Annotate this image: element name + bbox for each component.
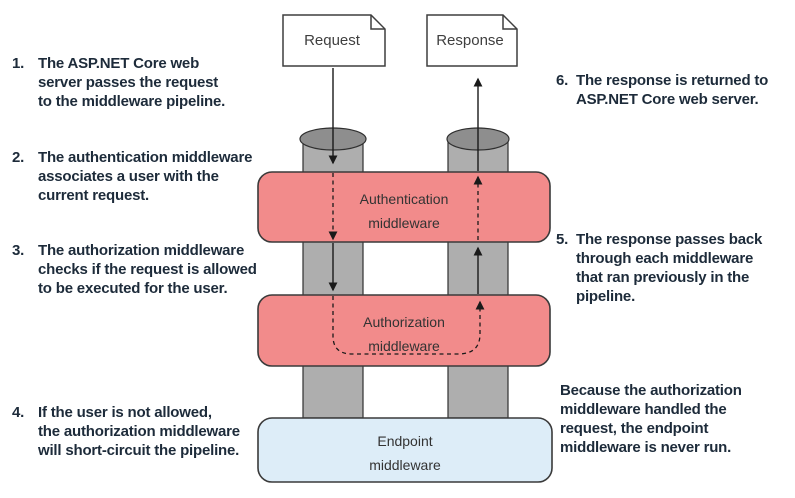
annotation-endpoint-note-text: Because the authorization middleware han… [560,382,742,456]
authorization-label-line2: middleware [368,338,440,354]
annotation-step-2-number: 2. [12,149,25,166]
authentication-label-line1: Authentication [360,191,449,207]
response-document: Response [426,14,518,67]
annotation-step-6: 6. The response is returned to ASP.NET C… [556,71,792,109]
request-document: Request [282,14,386,67]
annotation-step-1: 1. The ASP.NET Core web server passes th… [12,54,268,111]
annotation-step-6-number: 6. [556,72,569,89]
annotation-step-4-text: If the user is not allowed, the authoriz… [38,404,240,459]
annotation-step-5-text: The response passes back through each mi… [576,231,763,305]
response-document-label: Response [436,32,504,49]
annotation-step-2: 2. The authentication middleware associa… [12,148,274,205]
annotation-step-6-text: The response is returned to ASP.NET Core… [576,72,769,108]
authentication-label-line2: middleware [368,215,440,231]
annotation-step-5: 5. The response passes back through each… [556,230,792,306]
annotation-step-4-number: 4. [12,404,25,421]
annotation-step-3-text: The authorization middleware checks if t… [38,242,257,297]
annotation-step-3-number: 3. [12,242,25,259]
annotation-step-2-text: The authentication middleware associates… [38,149,253,204]
authorization-middleware-box [257,294,551,367]
annotation-step-4: 4. If the user is not allowed, the autho… [12,403,274,460]
annotation-step-1-number: 1. [12,55,25,72]
endpoint-label-line1: Endpoint [377,433,432,449]
annotation-step-1-text: The ASP.NET Core web server passes the r… [38,55,226,110]
annotation-step-5-number: 5. [556,231,569,248]
authorization-label-line1: Authorization [363,314,445,330]
endpoint-middleware-box [257,417,553,483]
endpoint-label-line2: middleware [369,457,441,473]
authentication-middleware-box [257,171,551,243]
annotation-step-3: 3. The authorization middleware checks i… [12,241,274,298]
short-circuit-uturn-arrow [332,296,485,355]
request-document-label: Request [304,32,361,49]
annotation-endpoint-note: Because the authorization middleware han… [560,381,792,457]
